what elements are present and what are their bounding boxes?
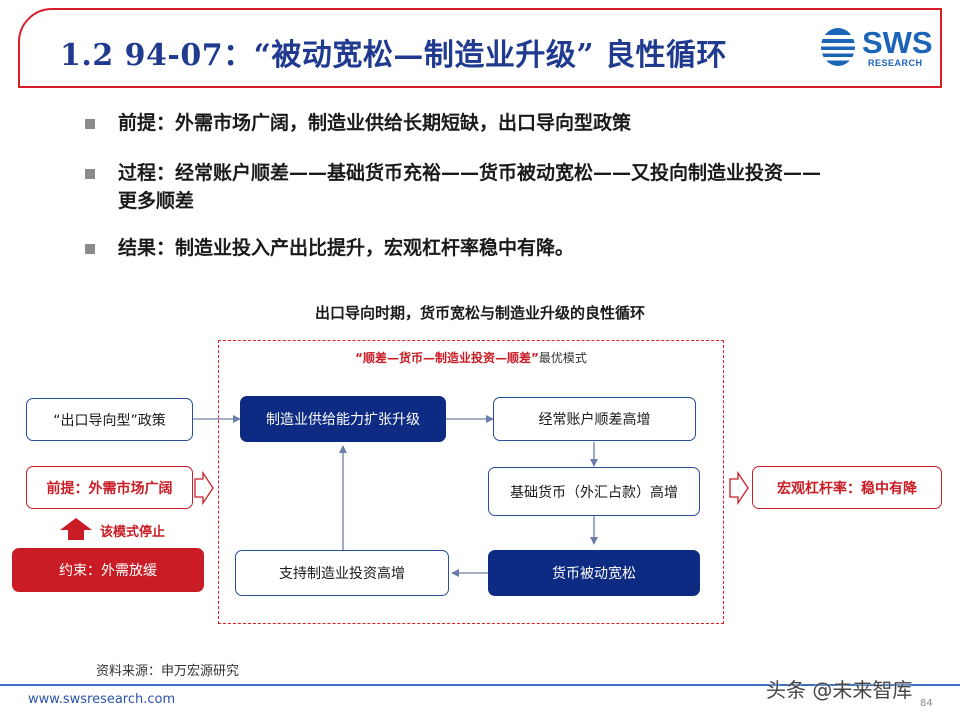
node-base-money: 基础货币（外汇占款）高增: [488, 467, 700, 516]
bullet-square-icon: [85, 169, 95, 179]
node-support-investment: 支持制造业投资高增: [235, 550, 449, 596]
bullet-label: 过程：: [118, 162, 176, 184]
bullet-process-continued: 更多顺差: [118, 190, 195, 212]
sws-logo-icon: [821, 28, 855, 66]
watermark: 头条 @未来智库: [766, 678, 913, 702]
bullet-process: 过程：经常账户顺差——基础货币充裕——货币被动宽松——又投向制造业投资——: [118, 159, 821, 188]
bullet-premise: 前提：外需市场广阔，制造业供给长期短缺，出口导向型政策: [118, 109, 631, 138]
node-passive-easing: 货币被动宽松: [488, 550, 700, 596]
bullet-label: 结果：: [118, 237, 176, 259]
bullet-label: 前提：: [118, 112, 176, 134]
node-macro-leverage: 宏观杠杆率：稳中有降: [752, 466, 942, 509]
optimal-mode-label-rest: 最优模式: [538, 351, 587, 365]
node-constraint: 约束：外需放缓: [12, 548, 204, 592]
optimal-mode-label-red: “顺差—货币—制造业投资—顺差”: [355, 351, 539, 365]
bullet-square-icon: [85, 119, 95, 129]
bullet-body: 制造业投入产出比提升，宏观杠杆率稳中有降。: [175, 237, 575, 259]
diagram-title: 出口导向时期，货币宽松与制造业升级的良性循环: [314, 304, 645, 322]
logo-wordmark: SWS: [862, 25, 933, 60]
logo-subtext: RESEARCH: [868, 58, 923, 68]
node-manufacturing-upgrade: 制造业供给能力扩张升级: [240, 396, 446, 442]
hollow-arrow-right-icon: [194, 470, 214, 506]
bullet-body: 经常账户顺差——基础货币充裕——货币被动宽松——又投向制造业投资——: [175, 162, 822, 184]
page-title: 1.2 94-07：“被动宽松—制造业升级” 良性循环: [60, 38, 728, 73]
node-premise: 前提：外需市场广阔: [26, 466, 193, 509]
hollow-arrow-right-icon: [729, 470, 749, 506]
footer-url-link[interactable]: www.swsresearch.com: [28, 692, 176, 707]
solid-up-arrow-icon: [60, 518, 92, 540]
optimal-mode-label: “顺差—货币—制造业投资—顺差”最优模式: [218, 349, 724, 366]
bullet-square-icon: [85, 244, 95, 254]
page-number: 84: [920, 698, 933, 709]
bullet-body: 外需市场广阔，制造业供给长期短缺，出口导向型政策: [175, 112, 632, 134]
title-bar: [18, 8, 942, 88]
footer-divider: [0, 684, 960, 686]
optimal-mode-frame: [218, 340, 724, 624]
node-current-account: 经常账户顺差高增: [493, 397, 696, 441]
bullet-result: 结果：制造业投入产出比提升，宏观杠杆率稳中有降。: [118, 234, 574, 263]
source-note: 资料来源：申万宏源研究: [96, 664, 240, 679]
mode-stop-label: 该模式停止: [100, 525, 166, 540]
node-export-policy: “出口导向型”政策: [26, 398, 193, 441]
